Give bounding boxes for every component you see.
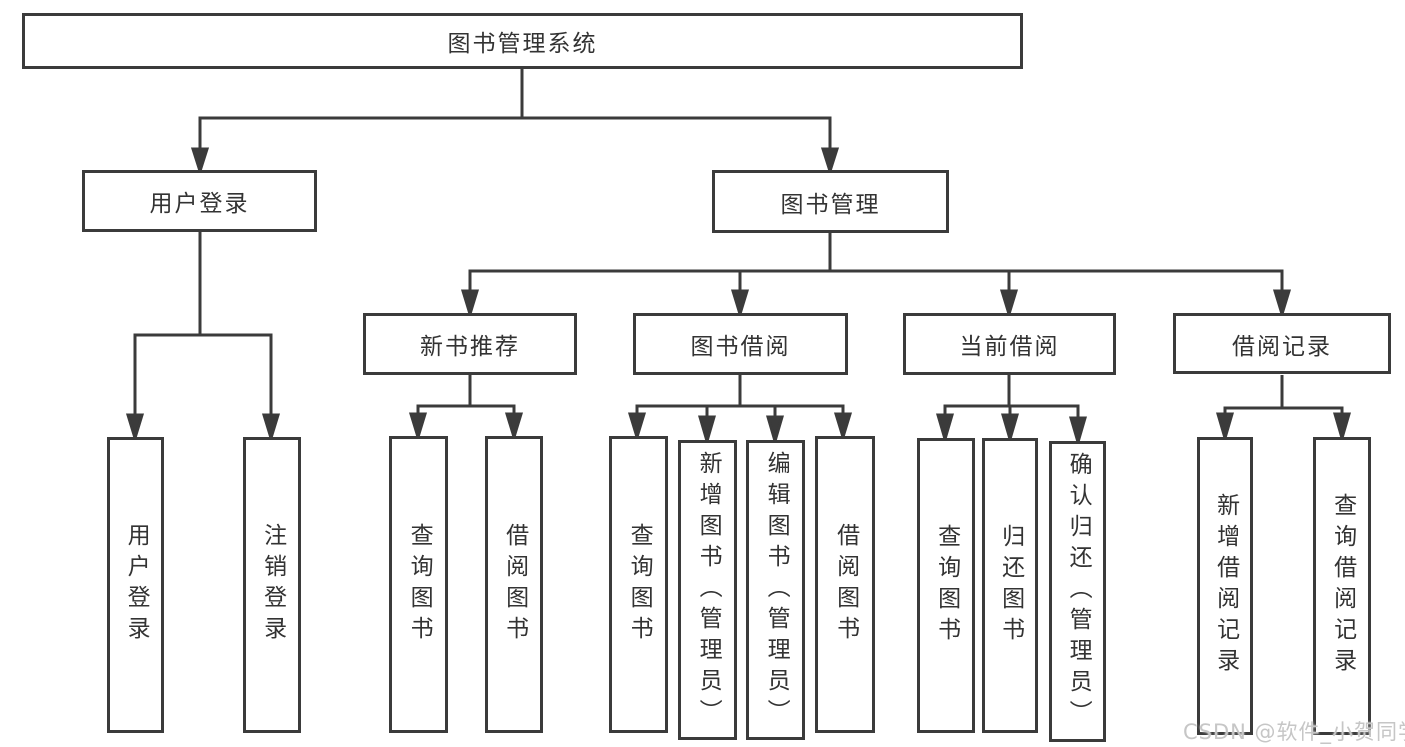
node-label: 查询图书 [626, 522, 653, 647]
leaf-user-login: 用户登录 [107, 437, 164, 733]
leaf-edit-book-admin: 编辑图书（管理员） [746, 440, 805, 740]
leaf-recommend-query-book: 查询图书 [389, 436, 448, 733]
csdn-watermark: CSDN @软件_小贺同学 [1183, 720, 1405, 744]
leaf-logout: 注销登录 [243, 437, 301, 733]
node-label: 确认归还（管理员） [1065, 452, 1092, 731]
node-label: 借阅图书 [832, 522, 859, 647]
leaf-query-borrow-record: 查询借阅记录 [1313, 437, 1371, 735]
leaf-current-query-book: 查询图书 [917, 438, 975, 733]
node-root-label: 图书管理系统 [447, 31, 598, 57]
leaf-add-borrow-record: 新增借阅记录 [1197, 437, 1253, 735]
connector-records-children [1216, 375, 1351, 444]
node-label: 当前借阅 [959, 334, 1060, 360]
node-label: 查询图书 [406, 522, 433, 647]
leaf-recommend-borrow-book: 借阅图书 [485, 436, 543, 733]
node-label: 新书推荐 [420, 334, 520, 360]
leaf-confirm-return-admin: 确认归还（管理员） [1049, 441, 1106, 742]
connector-user-login-children [125, 232, 281, 444]
node-label: 用户登录 [123, 523, 150, 647]
node-label: 借阅记录 [1232, 333, 1332, 360]
node-new-book-recommend: 新书推荐 [363, 313, 577, 375]
node-label: 编辑图书（管理员） [763, 450, 790, 730]
node-borrow-records: 借阅记录 [1173, 313, 1391, 374]
node-label: 借阅图书 [501, 522, 528, 647]
node-user-login: 用户登录 [82, 170, 317, 232]
connector-borrow-children [627, 375, 853, 447]
leaf-add-book-admin: 新增图书（管理员） [678, 440, 737, 740]
node-label: 图书借阅 [690, 334, 791, 360]
node-label: 用户登录 [149, 191, 250, 217]
node-label: 查询图书 [933, 523, 960, 648]
node-book-mgmt: 图书管理 [712, 170, 949, 233]
node-root: 图书管理系统 [22, 13, 1023, 69]
node-label: 新增图书（管理员） [695, 450, 722, 730]
connector-book-mgmt-to-level3 [460, 233, 1292, 320]
node-label: 查询借阅记录 [1329, 493, 1356, 679]
node-label: 图书管理 [780, 191, 881, 218]
node-current-borrow: 当前借阅 [903, 313, 1116, 375]
connector-root-to-level2 [190, 69, 840, 176]
connector-recommend-children [408, 375, 524, 443]
leaf-borrow-query-book: 查询图书 [609, 436, 668, 733]
connector-current-children [936, 375, 1087, 448]
leaf-borrow-book: 借阅图书 [815, 436, 875, 733]
node-label: 归还图书 [997, 523, 1024, 648]
node-label: 注销登录 [259, 523, 286, 647]
node-book-borrow: 图书借阅 [633, 313, 848, 375]
leaf-return-book: 归还图书 [982, 438, 1038, 733]
node-label: 新增借阅记录 [1212, 493, 1239, 679]
